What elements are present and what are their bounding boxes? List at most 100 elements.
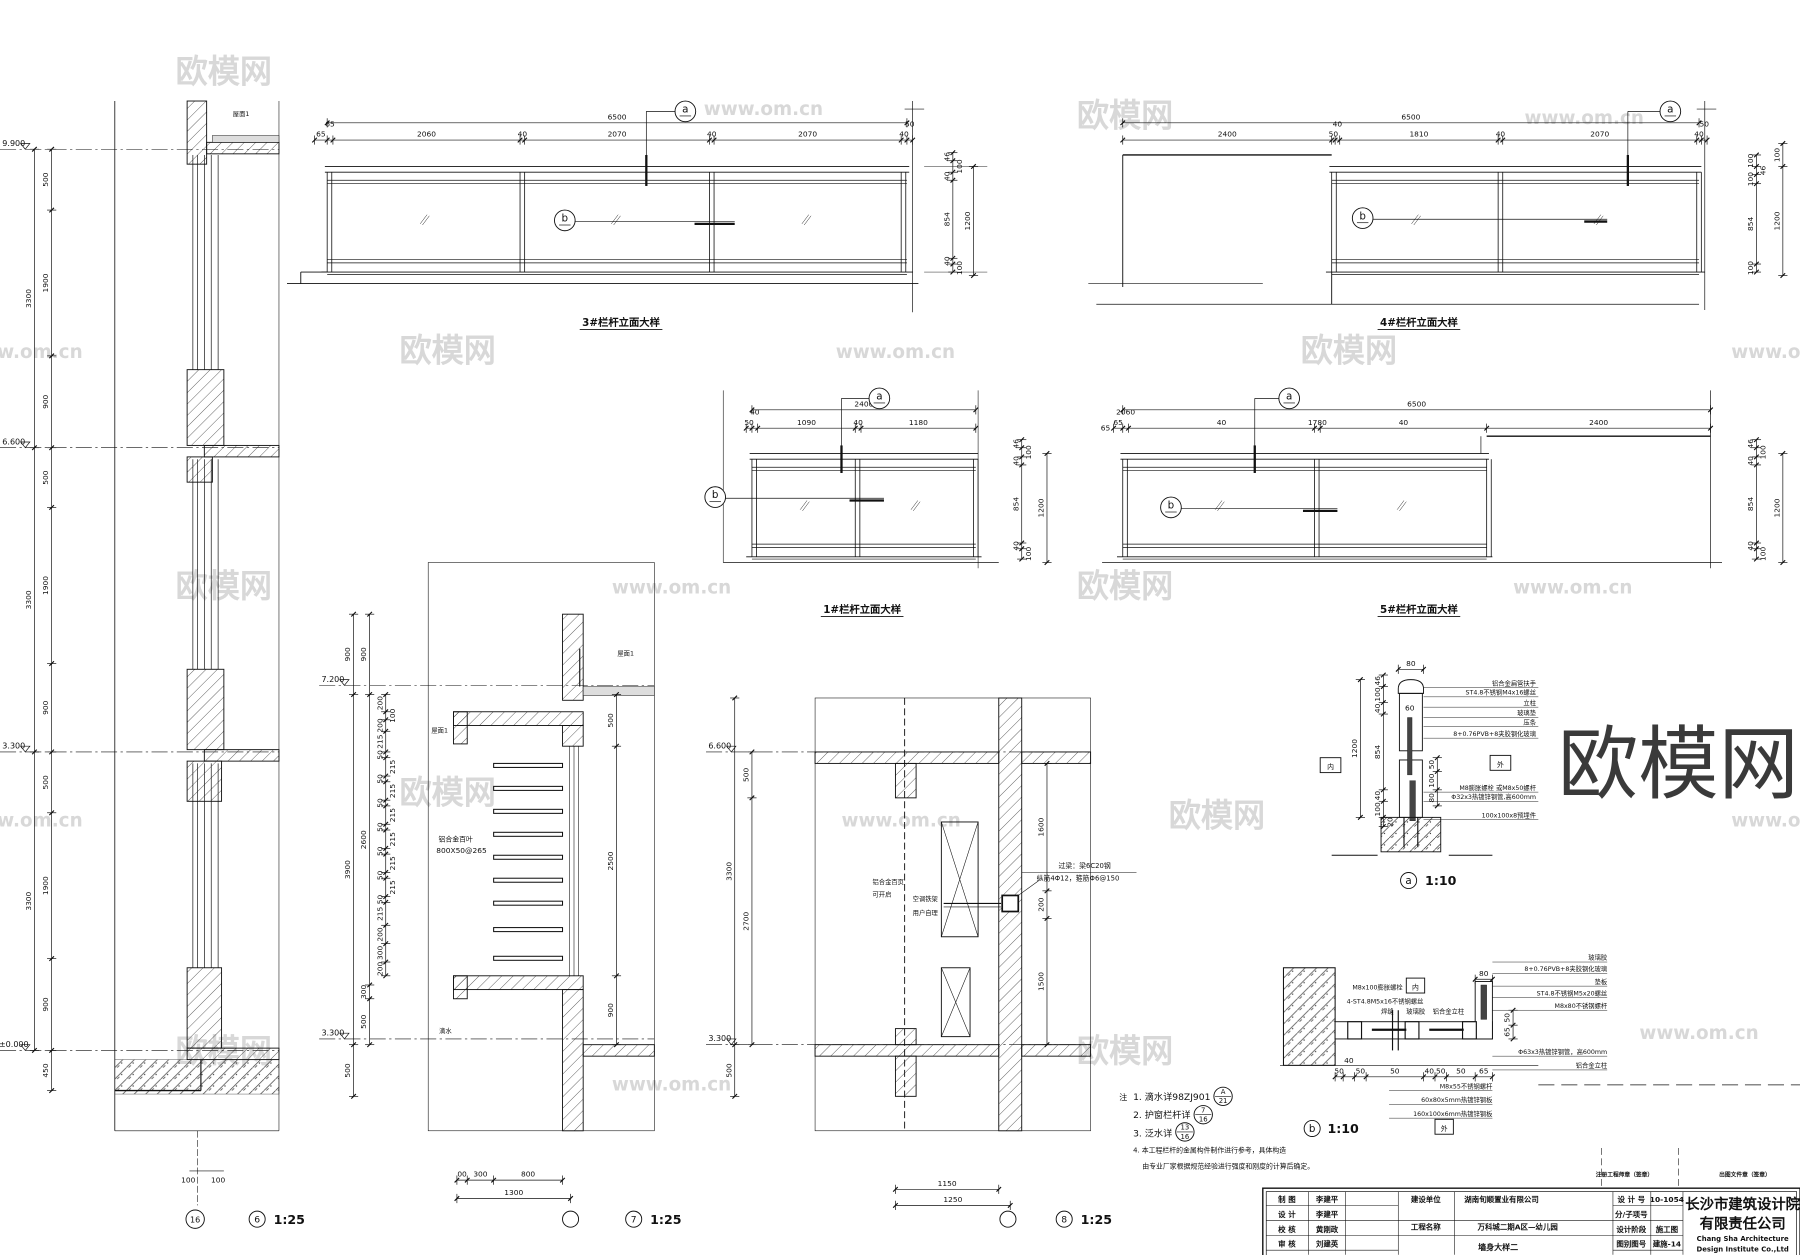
dimension: 1780: [1308, 418, 1327, 427]
line: [1125, 425, 1132, 431]
line: [521, 137, 528, 143]
note-item: 1. 滴水详98ZJ901: [1133, 1091, 1210, 1103]
section-number: 8: [1061, 1215, 1067, 1226]
line: [383, 821, 389, 827]
line: [1780, 140, 1786, 147]
line: [422, 215, 430, 226]
line: [1328, 137, 1335, 143]
dimension: 40: [1333, 119, 1343, 128]
dimension: 1090: [797, 418, 816, 427]
line: [383, 827, 389, 833]
line: [743, 425, 749, 431]
line: [383, 973, 389, 979]
elevation-title: 4#栏杆立面大样: [1380, 316, 1458, 329]
ref-bottom: 16: [1181, 1133, 1190, 1141]
dimension: 450: [41, 1063, 50, 1077]
shape: [894, 1055, 917, 1097]
line: [490, 1177, 497, 1183]
detail-number-circle: [1055, 1210, 1073, 1228]
dimension: 46: [942, 152, 951, 162]
shape: [186, 100, 208, 165]
louver-label: 可开启: [872, 890, 891, 899]
dimension: 80: [1479, 969, 1489, 978]
line: [1019, 546, 1025, 552]
level-triangle: [19, 441, 31, 449]
watermark-url: www.om.cn: [612, 578, 731, 599]
line: [913, 501, 921, 511]
line: [383, 899, 389, 906]
section-marker-b: [554, 209, 576, 232]
line: [1780, 559, 1786, 566]
level-mark: 3.300: [2, 741, 25, 750]
line: [950, 177, 956, 183]
dimension: 1900: [41, 876, 50, 895]
callout-label: Φ63x3热镀锌钢管，高600mm: [1518, 1047, 1607, 1056]
line: [1395, 666, 1401, 672]
shape: [894, 762, 917, 799]
level-triangle: [19, 143, 31, 150]
dimension: 50: [375, 750, 384, 760]
ref-top: 13: [1181, 1124, 1190, 1132]
meta-label: 图别图号: [1616, 1240, 1646, 1249]
section-scale: 1:25: [1081, 1212, 1112, 1227]
detail-number-circle: [248, 1210, 266, 1228]
role-label: 设 计: [1278, 1209, 1296, 1219]
line: [1120, 425, 1126, 431]
dimension: 200: [375, 927, 384, 941]
line: [1019, 462, 1025, 468]
line: [1363, 1074, 1369, 1080]
meta-value: 建施-14: [1652, 1239, 1681, 1249]
dimension: 50: [1699, 119, 1709, 128]
shape: [1265, 1191, 1797, 1255]
line: [330, 137, 336, 143]
dimension: 40: [1373, 703, 1382, 713]
shape: [1409, 780, 1416, 821]
line: [383, 754, 389, 761]
meta-label: 设计阶段: [1616, 1224, 1646, 1234]
callout-label: 160x100x6mm热镀锌钢板: [1413, 1109, 1493, 1118]
dimension: 50: [375, 822, 384, 832]
line: [1396, 500, 1405, 510]
line: [383, 893, 389, 900]
line: [613, 691, 620, 698]
line: [1696, 120, 1702, 126]
line: [1380, 823, 1387, 830]
dimension: 40: [1694, 130, 1704, 139]
dimension: 50: [375, 798, 384, 808]
dimension: 50: [1329, 130, 1339, 139]
dimension: 1150: [938, 1179, 957, 1188]
dimension: 300: [473, 1170, 487, 1179]
roof-label: 屋面1: [617, 650, 634, 658]
shape: [493, 785, 564, 791]
section-marker-b: [1160, 496, 1182, 519]
line: [464, 1177, 470, 1183]
callout-label: 垫板: [1595, 977, 1608, 986]
line: [311, 137, 318, 143]
line: [1753, 454, 1760, 460]
dimension: 80: [1406, 659, 1416, 668]
section-number: 6: [254, 1215, 260, 1226]
watermark-url: www.om.cn: [0, 342, 83, 363]
dimension: 1200: [963, 211, 972, 230]
dimension: 1300: [504, 1188, 523, 1197]
line: [1753, 171, 1760, 178]
dimension: 40: [1373, 791, 1382, 801]
shape: [1480, 984, 1487, 1020]
line: [1753, 180, 1760, 187]
dimension: 40: [899, 130, 909, 139]
dimension: 215: [388, 784, 397, 798]
company-name-en: Chang Sha Architecture: [1697, 1235, 1789, 1243]
level-mark: 7.200: [321, 675, 344, 684]
line: [613, 743, 620, 749]
dimension: 200: [375, 696, 384, 710]
axis-bubble: [562, 1210, 580, 1228]
role-label: 校 核: [1278, 1224, 1296, 1234]
dimension: 60: [1405, 704, 1415, 713]
dimension: 50: [375, 774, 384, 784]
dimension: 50: [375, 894, 384, 904]
dimension: 40: [942, 256, 951, 266]
line: [1380, 814, 1387, 821]
line: [749, 1041, 755, 1048]
